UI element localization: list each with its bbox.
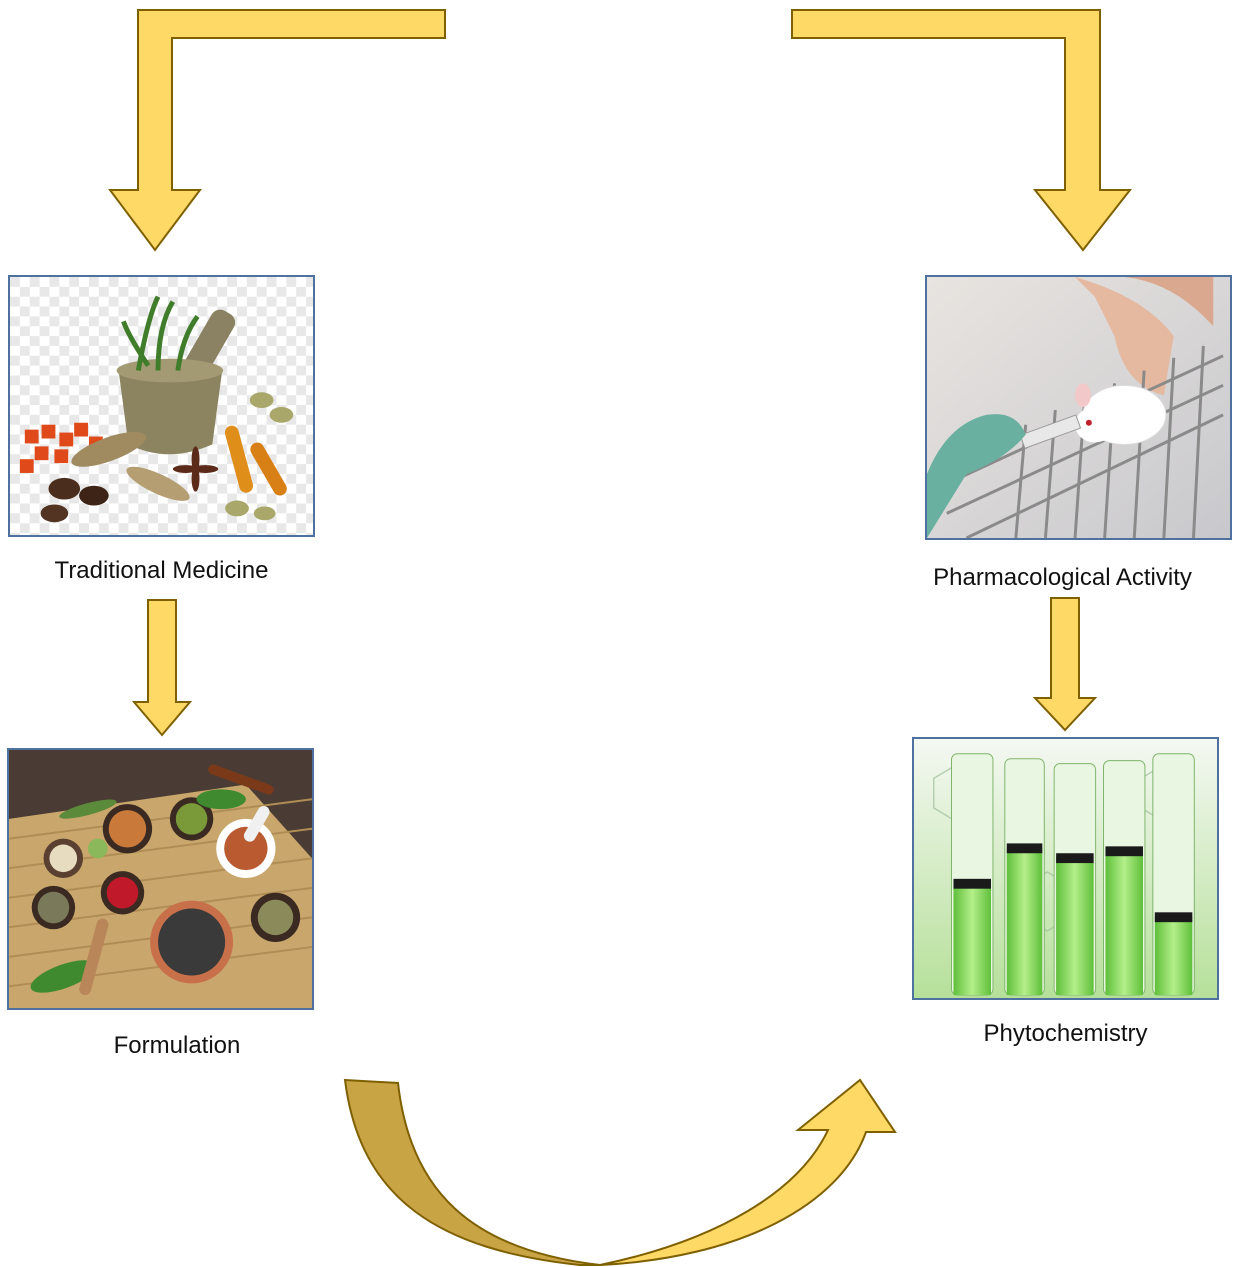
pharmacological-activity-label: Pharmacological Activity	[933, 564, 1192, 591]
formulation-label: Formulation	[113, 1032, 241, 1059]
arrow-curve-head	[599, 1078, 897, 1266]
pharmacological-activity-image	[925, 275, 1232, 540]
phytochemistry-label: Phytochemistry	[983, 1020, 1148, 1047]
formulation-image	[7, 748, 314, 1010]
arrow-top-to-pharmacology	[791, 9, 1133, 252]
arrow-traditional-to-formulation	[131, 599, 193, 737]
traditional-medicine-image	[8, 275, 315, 537]
arrow-pharmacology-to-phytochemistry	[1032, 597, 1098, 732]
traditional-medicine-label: Traditional Medicine	[54, 557, 269, 584]
arrow-curve-body	[343, 1078, 601, 1266]
arrow-top-to-traditional	[108, 9, 446, 252]
phytochemistry-image	[912, 737, 1219, 1000]
